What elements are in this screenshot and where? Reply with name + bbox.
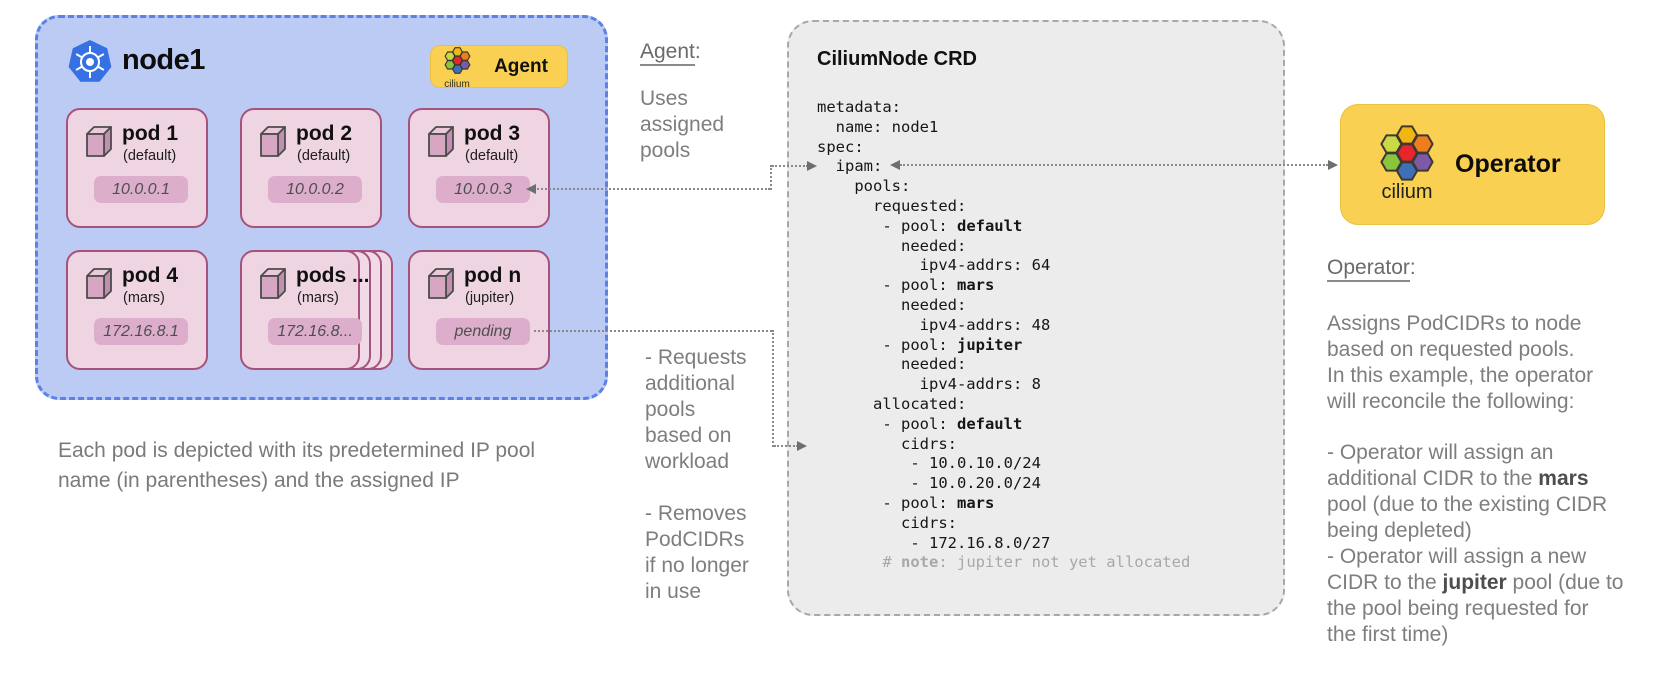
kubernetes-icon xyxy=(68,40,112,82)
pod-ip-badge: 172.16.8.1 xyxy=(94,318,188,345)
operator-section-heading: Operator: xyxy=(1327,256,1416,282)
diagram-caption: Each pod is depicted with its predetermi… xyxy=(58,439,536,492)
pod-name: pod 3 xyxy=(464,122,520,145)
pod-pool-label: (jupiter) xyxy=(465,290,515,306)
pod-card: pod 2 (default) 10.0.0.2 xyxy=(240,108,382,228)
arrowhead-to-operator-box xyxy=(1328,160,1338,170)
agent-section-heading: Agent: xyxy=(640,40,701,66)
pod-ip-badge: 172.16.8... xyxy=(268,318,362,345)
pod-ip-badge: 10.0.0.2 xyxy=(268,176,362,203)
node-title: node1 xyxy=(122,44,205,76)
connector-pending-h1 xyxy=(534,330,772,332)
pod-name: pod n xyxy=(464,264,522,287)
crd-title: CiliumNode CRD xyxy=(817,48,977,70)
connector-ipam-operator xyxy=(900,164,1328,166)
pod-cube-icon xyxy=(260,268,286,299)
agent-note-removes-podcidrs: - Removes PodCIDRs if no longer in use xyxy=(645,502,749,603)
pod-card-body: pod n (jupiter) pending xyxy=(408,250,550,370)
connector-pod3-ipam-h2 xyxy=(772,165,808,167)
cilium-logo-text: cilium xyxy=(1381,181,1433,203)
operator-note-intro: Assigns PodCIDRs to node based on reques… xyxy=(1327,312,1594,413)
connector-pod3-ipam-v xyxy=(770,165,772,190)
agent-note-uses-pools: Uses assigned pools xyxy=(640,87,725,162)
pod-ip-badge: 10.0.0.1 xyxy=(94,176,188,203)
arrowhead-to-allocated xyxy=(797,441,807,451)
pod-card: pod n (jupiter) pending xyxy=(408,250,550,370)
cilium-logo-small: cilium xyxy=(431,46,483,90)
pod-card-body: pod 1 (default) 10.0.0.1 xyxy=(66,108,208,228)
pod-pool-label: (mars) xyxy=(297,290,339,306)
pod-card-body: pods ... (mars) 172.16.8... xyxy=(240,250,370,370)
pod-cube-icon xyxy=(428,268,454,299)
pod-card: pod 1 (default) 10.0.0.1 xyxy=(66,108,208,228)
pod-card-body: pod 3 (default) 10.0.0.3 xyxy=(408,108,550,228)
pod-name: pod 1 xyxy=(122,122,178,145)
cilium-logo-large xyxy=(1380,125,1434,181)
arrowhead-to-ipam-left xyxy=(807,161,817,171)
pod-name: pods ... xyxy=(296,264,370,287)
pod-card: pod 3 (default) 10.0.0.3 xyxy=(408,108,550,228)
pod-cube-icon xyxy=(86,126,112,157)
agent-note-requests-pools: - Requests additional pools based on wor… xyxy=(645,346,747,473)
pod-cube-icon xyxy=(86,268,112,299)
pod-cube-icon xyxy=(428,126,454,157)
cilium-logo-text: cilium xyxy=(444,79,470,90)
agent-badge: cilium Agent xyxy=(430,45,568,90)
arrowhead-to-ipam-right xyxy=(890,160,900,170)
operator-box: cilium Operator xyxy=(1340,104,1605,225)
pod-name: pod 4 xyxy=(122,264,178,287)
pod-card: pods ... (mars) 172.16.8... xyxy=(240,250,393,370)
pod-pool-label: (mars) xyxy=(123,290,165,306)
pod-pool-label: (default) xyxy=(465,148,519,164)
arrowhead-to-pod3-ip xyxy=(526,184,536,194)
pod-card: pod 4 (mars) 172.16.8.1 xyxy=(66,250,208,370)
node1-box: node1 cilium Agent pod 1( xyxy=(35,15,608,400)
pod-cube-icon xyxy=(260,126,286,157)
connector-pod3-ipam-h1 xyxy=(534,188,770,190)
agent-badge-label: Agent xyxy=(494,55,548,77)
pod-name: pod 2 xyxy=(296,122,352,145)
connector-pending-v xyxy=(772,330,774,447)
pod-ip-badge: 10.0.0.3 xyxy=(436,176,530,203)
connector-pending-h2 xyxy=(774,445,798,447)
pod-pool-label: (default) xyxy=(123,148,177,164)
pod-card-body: pod 4 (mars) 172.16.8.1 xyxy=(66,250,208,370)
pod-ip-badge: pending xyxy=(436,318,530,345)
pod-pool-label: (default) xyxy=(297,148,351,164)
pod-card-body: pod 2 (default) 10.0.0.2 xyxy=(240,108,382,228)
operator-box-label: Operator xyxy=(1455,150,1561,178)
